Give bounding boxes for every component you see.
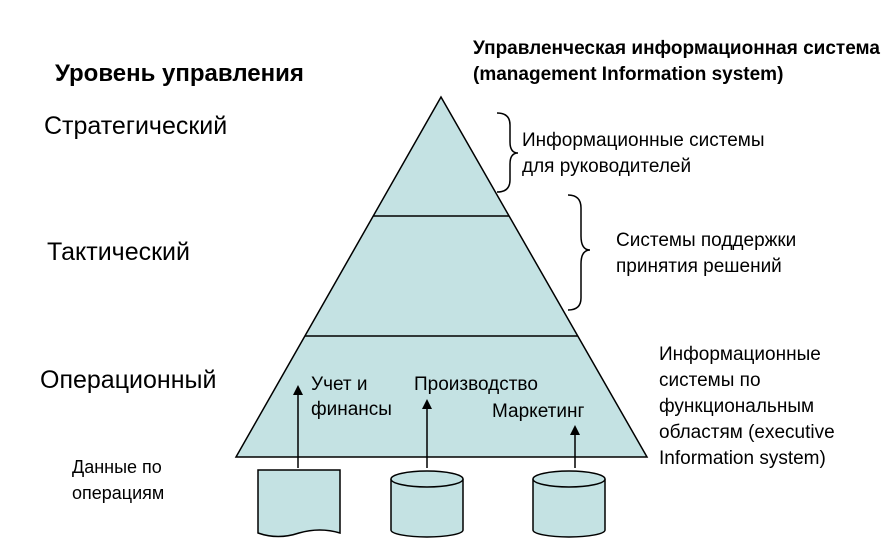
operations-data-label: Данные по операциям <box>72 454 164 506</box>
functional-systems-line: системы по <box>659 370 761 391</box>
level-strategic: Стратегический <box>44 112 228 140</box>
level-heading: Уровень управления <box>55 60 304 87</box>
pyramid <box>234 95 649 458</box>
area-finance-line: финансы <box>311 399 392 420</box>
area-marketing: Маркетинг <box>492 401 585 422</box>
area-finance-line: Учет и <box>311 374 368 395</box>
decision-support-line: Системы поддержки <box>616 230 797 251</box>
decision-support-line: принятия решений <box>616 256 782 277</box>
executive-systems-line: Информационные системы <box>522 130 765 151</box>
operations-data-line: операциям <box>72 483 165 503</box>
level-tactical: Тактический <box>47 238 190 266</box>
functional-systems-line: Information system) <box>659 448 826 469</box>
functional-systems-line: Информационные <box>659 344 821 365</box>
database-icon <box>390 470 464 538</box>
brace-decision-support <box>567 194 591 311</box>
area-finance: Учет и финансы <box>311 372 392 422</box>
decision-support-label: Системы поддержки принятия решений <box>616 228 796 280</box>
document-icon <box>257 469 341 538</box>
operations-data-line: Данные по <box>72 457 162 477</box>
level-operational: Операционный <box>40 366 217 394</box>
area-production: Производство <box>414 374 538 395</box>
executive-systems-label: Информационные системы для руководителей <box>522 128 764 180</box>
database-icon <box>532 470 606 538</box>
functional-systems-label: Информационные системы по функциональным… <box>659 342 835 472</box>
functional-systems-line: функциональным <box>659 396 815 417</box>
executive-systems-line: для руководителей <box>522 156 692 177</box>
functional-systems-line: областям (executive <box>659 422 835 443</box>
brace-executive <box>496 112 519 193</box>
mis-title: Управленческая информационная система (m… <box>473 38 880 85</box>
